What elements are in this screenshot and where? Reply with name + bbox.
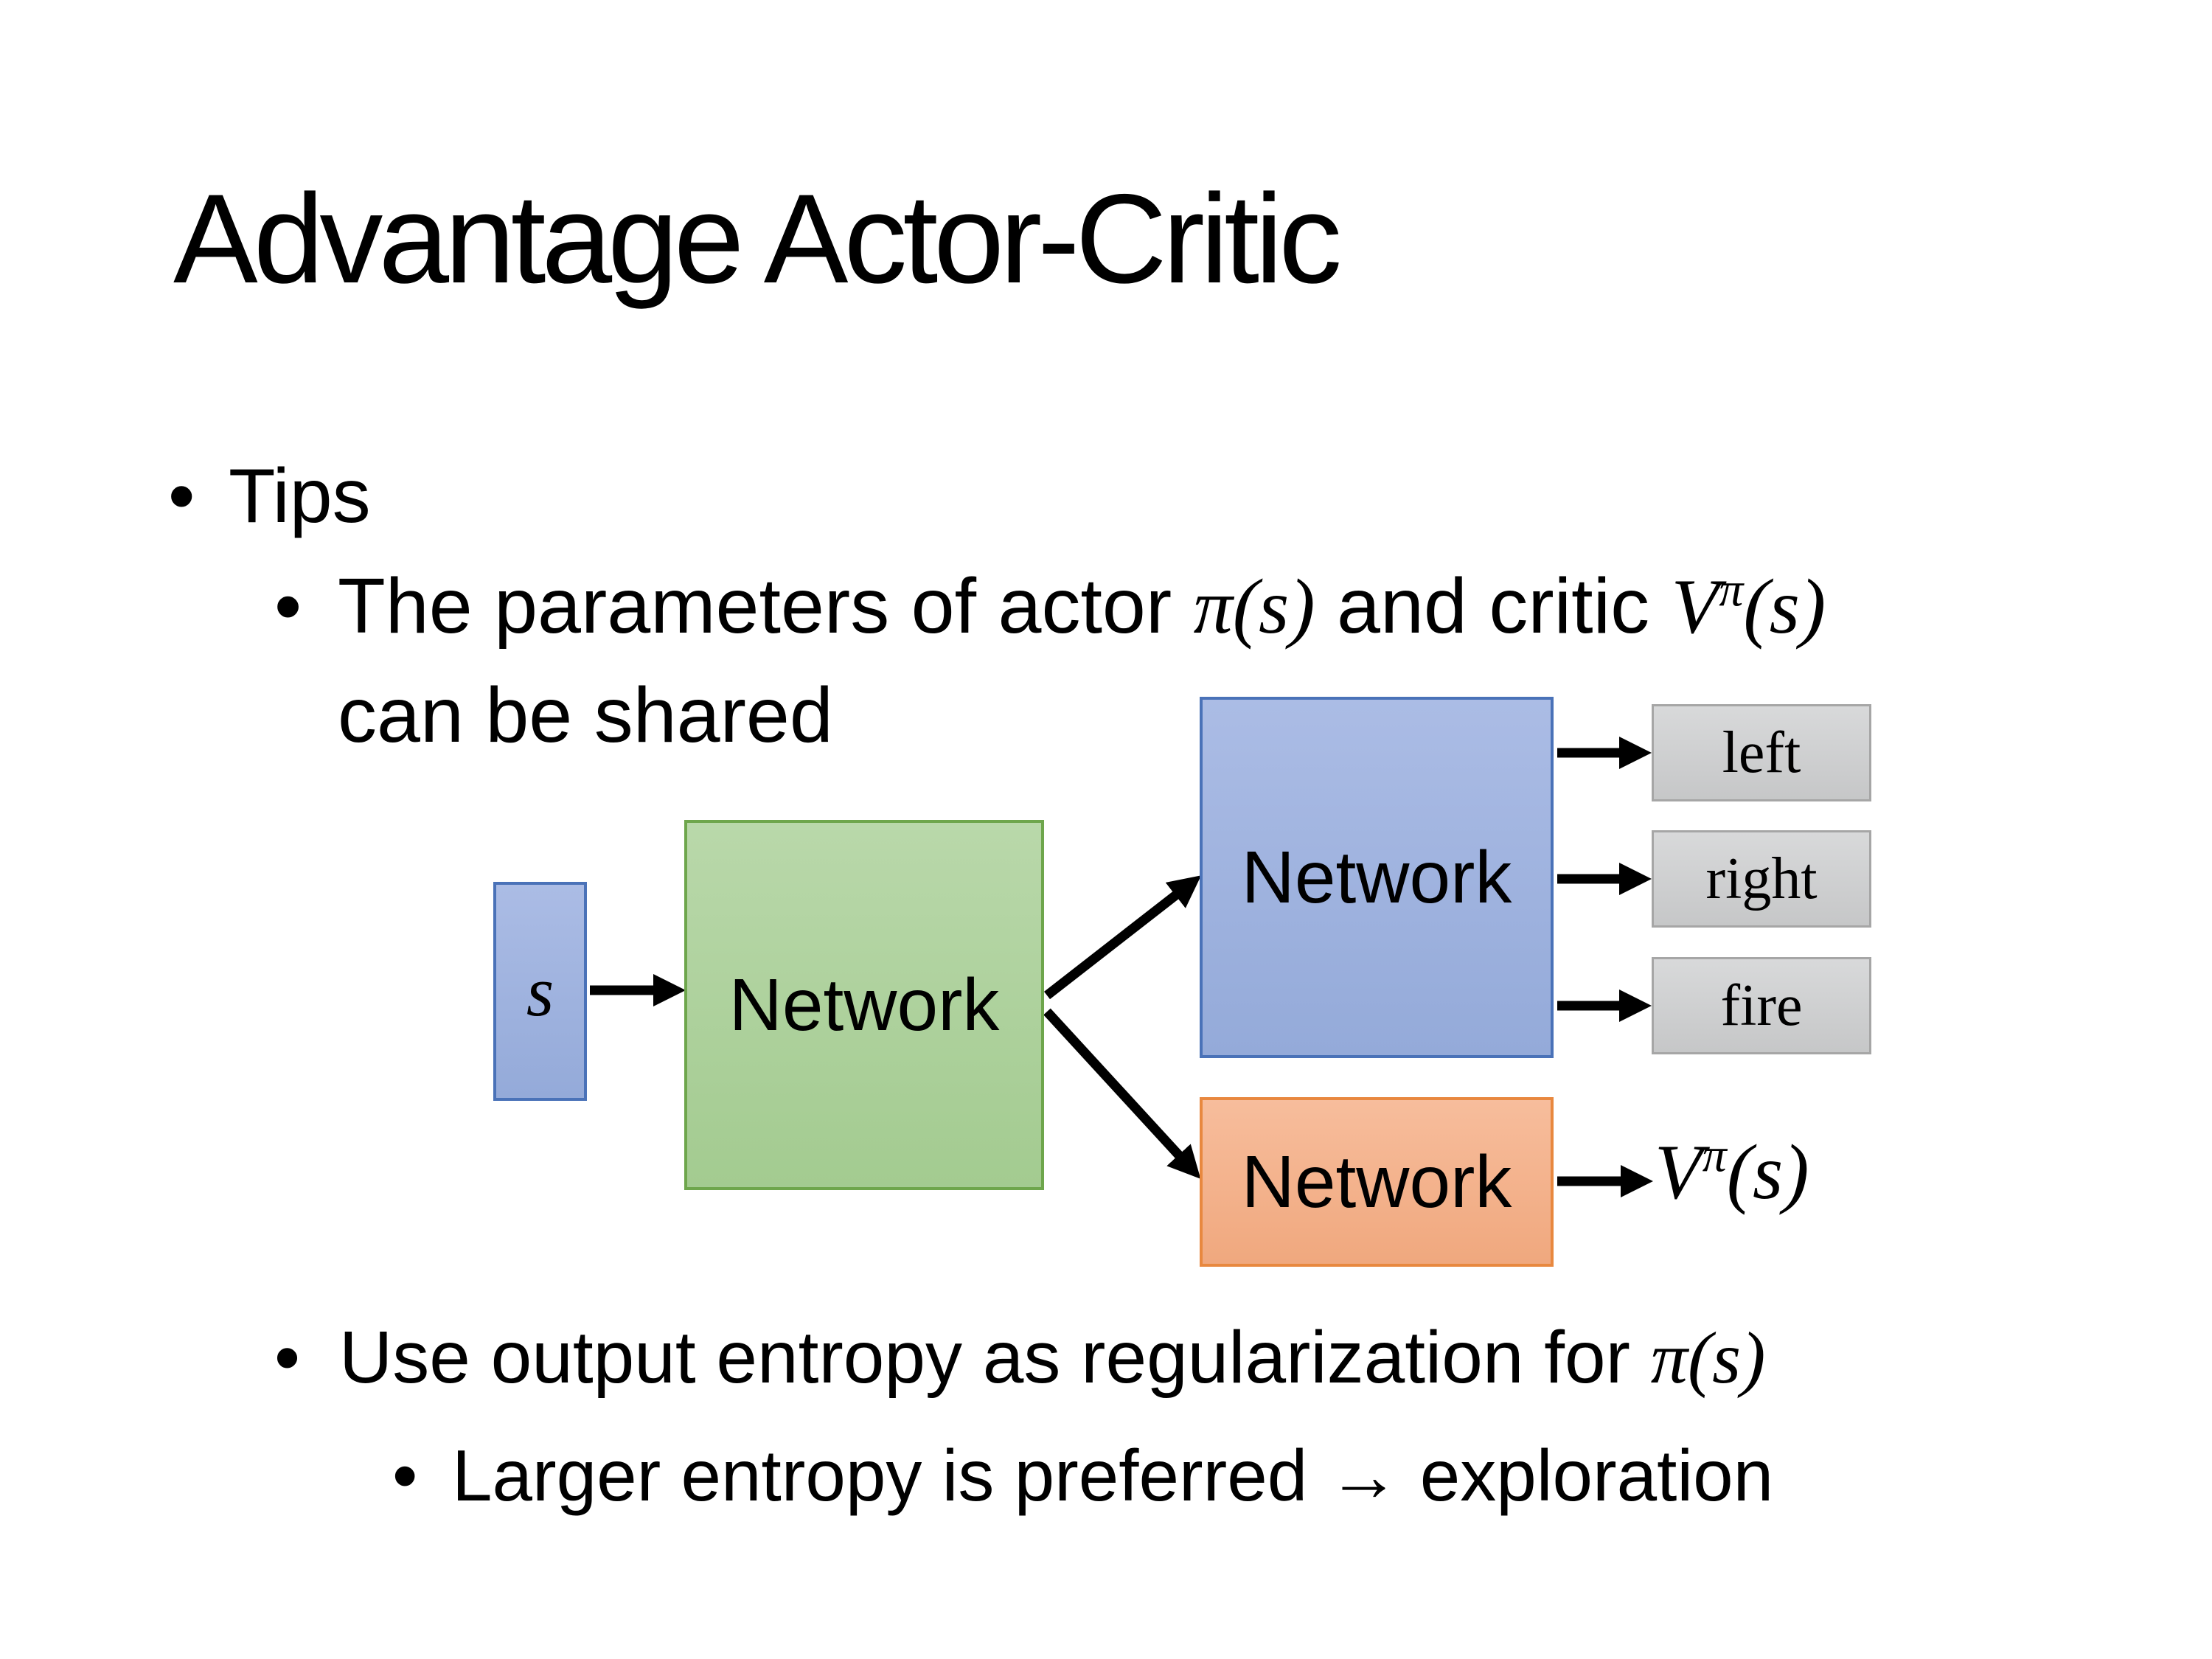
- bullet-tips: • Tips: [168, 451, 371, 542]
- bullet-entropy-text: Use output entropy as regularization for…: [339, 1314, 1765, 1402]
- slide-title: Advantage Actor-Critic: [173, 168, 1342, 310]
- bullet-larger-entropy-text: Larger entropy is preferred → exploratio…: [452, 1435, 1774, 1516]
- bullet-icon: •: [274, 1316, 301, 1399]
- value-output-label: Vπ(s): [1655, 1131, 1809, 1211]
- critic-network-label: Network: [1241, 1140, 1512, 1223]
- value-arg: (s): [1726, 1129, 1809, 1215]
- action-fire-label: fire: [1720, 973, 1803, 1038]
- action-left-label: left: [1722, 720, 1801, 785]
- bullet-icon: •: [168, 453, 195, 539]
- bullet-icon: •: [274, 563, 302, 650]
- parameters-text-2: and critic: [1315, 563, 1672, 650]
- value-base: V: [1655, 1129, 1703, 1215]
- action-right-box: right: [1652, 830, 1871, 928]
- bullet-larger-entropy: • Larger entropy is preferred → explorat…: [392, 1433, 1773, 1519]
- bullet-tips-label: Tips: [229, 453, 371, 539]
- math-value-base: V: [1671, 563, 1719, 650]
- parameters-line2-text: can be shared: [338, 672, 833, 759]
- arrow-shared-to-critic: [1043, 1008, 1201, 1179]
- bullet-icon: •: [392, 1435, 418, 1516]
- action-left-box: left: [1652, 704, 1871, 801]
- action-fire-box: fire: [1652, 957, 1871, 1054]
- bullet-parameters-line1: • The parameters of actor π(s) and criti…: [274, 560, 1826, 653]
- math-pi-s: π(s): [1650, 1317, 1766, 1399]
- bullet-parameters-line2: can be shared: [338, 669, 833, 762]
- parameters-text-1: The parameters of actor: [338, 563, 1194, 650]
- actor-network-label: Network: [1241, 835, 1512, 919]
- action-right-label: right: [1705, 846, 1818, 911]
- value-sup: π: [1702, 1128, 1727, 1183]
- bullet-entropy: • Use output entropy as regularization f…: [274, 1314, 1765, 1402]
- state-input-box: s: [493, 882, 587, 1101]
- arrow-shared-to-actor: [1044, 875, 1202, 1000]
- state-input-label: s: [526, 952, 554, 1031]
- bullet-parameters-text: The parameters of actor π(s) and critic …: [338, 560, 1826, 653]
- critic-network-box: Network: [1200, 1097, 1554, 1267]
- math-pi-s: π(s): [1193, 563, 1315, 650]
- math-value-arg: (s): [1743, 563, 1826, 650]
- shared-network-box: Network: [684, 820, 1044, 1190]
- entropy-text-1: Use output entropy as regularization for: [339, 1316, 1651, 1399]
- shared-network-label: Network: [728, 963, 1000, 1046]
- math-value-sup: π: [1719, 563, 1744, 617]
- actor-network-box: Network: [1200, 697, 1554, 1058]
